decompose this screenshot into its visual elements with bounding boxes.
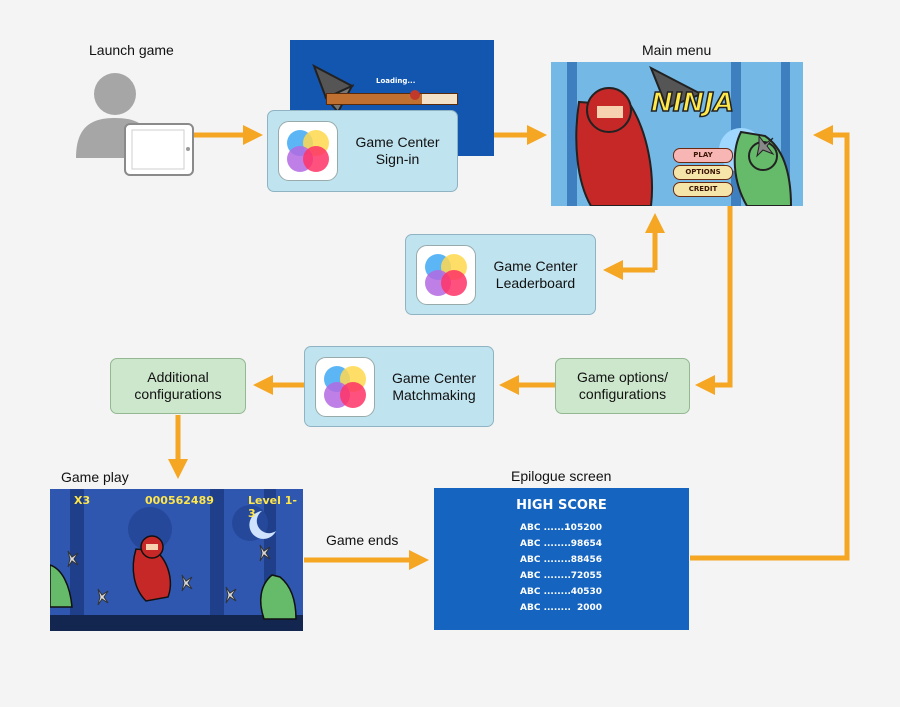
game-center-icon — [416, 244, 476, 305]
additional-line-1: Additional — [147, 369, 209, 385]
main-menu-screen: NINJA PLAY OPTIONS CREDIT — [551, 62, 803, 206]
user-tablet-icon — [76, 73, 194, 176]
menu-credit-button[interactable]: CREDIT — [673, 182, 733, 197]
loading-text: Loading... — [376, 77, 416, 85]
signin-line-2: Sign-in — [375, 151, 420, 167]
arrow-epilogue-to-menu — [690, 125, 850, 561]
matchmaking-line-2: Matchmaking — [392, 386, 476, 403]
signin-line-1: Game Center — [355, 134, 440, 150]
matchmaking-line-1: Game Center — [391, 369, 477, 386]
score-row: ABC ........105200 — [520, 523, 602, 533]
launch-game-label: Launch game — [89, 42, 174, 58]
leaderboard-line-2: Leaderboard — [495, 274, 576, 291]
game-ends-label: Game ends — [326, 532, 399, 548]
shuriken-logo-icon — [312, 64, 355, 114]
epilogue-screen: HIGH SCORE ABC ........105200 ABC ......… — [434, 488, 689, 630]
menu-play-button[interactable]: PLAY — [673, 148, 733, 163]
score-row: ABC ........98654 — [520, 539, 602, 549]
hud-score: 000562489 — [145, 494, 214, 507]
score-row: ABC ........40530 — [520, 587, 602, 597]
score-row: ABC ........88456 — [520, 555, 602, 565]
game-play-label: Game play — [61, 469, 129, 485]
gameplay-screen: X3 000562489 Level 1-3 — [50, 489, 303, 631]
options-line-1: Game options/ — [576, 369, 669, 385]
options-line-2: configurations — [578, 386, 667, 402]
leaderboard-line-1: Game Center — [493, 257, 578, 274]
score-row: ABC ........2000 — [520, 603, 602, 613]
score-row: ABC ........72055 — [520, 571, 602, 581]
additional-line-2: configurations — [134, 386, 222, 402]
gameplay-scene-art — [50, 489, 303, 631]
hud-lives: X3 — [74, 494, 91, 507]
epilogue-screen-label: Epilogue screen — [511, 468, 612, 484]
loading-progress-bar — [326, 93, 458, 105]
additional-configurations-box: Additional configurations — [110, 358, 246, 414]
menu-options-button[interactable]: OPTIONS — [673, 165, 733, 180]
high-score-title: HIGH SCORE — [516, 498, 607, 513]
main-menu-label: Main menu — [642, 42, 712, 58]
hud-level: Level 1-3 — [248, 494, 297, 520]
arrow-menu-to-options — [695, 206, 733, 395]
game-center-signin-box: Game Center Sign-in — [267, 110, 458, 192]
loading-ninja-icon — [410, 90, 420, 100]
ninja-logo: NINJA — [650, 87, 735, 119]
game-center-leaderboard-box: Game Center Leaderboard — [405, 234, 596, 315]
game-center-matchmaking-box: Game Center Matchmaking — [304, 346, 494, 427]
game-options-box: Game options/ configurations — [555, 358, 690, 414]
game-center-icon — [278, 121, 338, 181]
game-center-icon — [315, 356, 375, 417]
